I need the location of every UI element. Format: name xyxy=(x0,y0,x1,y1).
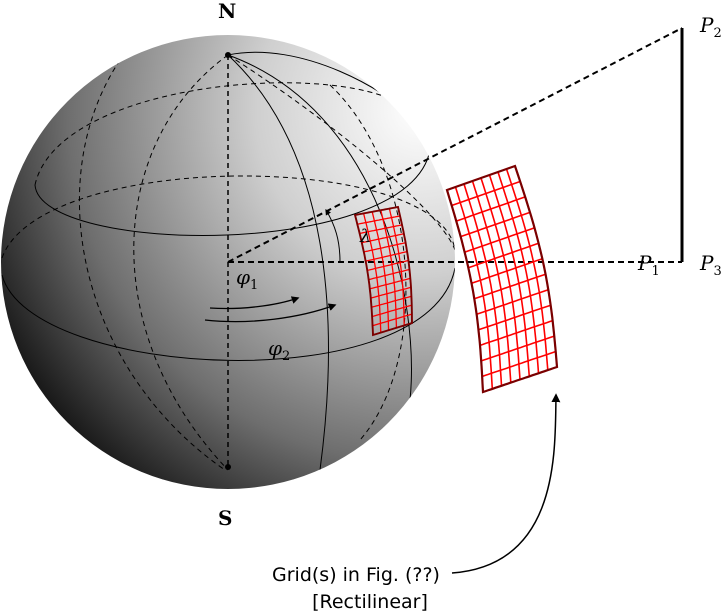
p2-label: P2 xyxy=(699,13,722,41)
grid-row-line xyxy=(371,295,412,308)
p3-label: P3 xyxy=(699,251,722,279)
grid-col-line xyxy=(454,186,494,389)
lambda-arc xyxy=(325,208,341,263)
grid-col-line xyxy=(497,171,540,374)
lambda-label: λ xyxy=(359,226,371,247)
phi2-label: φ2 xyxy=(268,336,290,364)
grid-col-line xyxy=(380,210,398,328)
grid-col-line xyxy=(488,174,531,377)
grid-col-line xyxy=(480,177,521,380)
grid-col-line xyxy=(388,208,405,326)
grid-col-line xyxy=(463,183,503,386)
caption-pointer-arrow xyxy=(451,393,561,574)
sphere-grid-patch xyxy=(353,205,413,337)
phi1-label: φ1 xyxy=(236,265,258,293)
grid-row-line xyxy=(365,250,408,262)
projected-grid-patch xyxy=(445,164,559,394)
caption-line-2: [Rectilinear] xyxy=(312,591,428,613)
grid-outline xyxy=(445,164,559,394)
p1-label: P1 xyxy=(637,251,660,279)
grid-row-line xyxy=(371,304,412,318)
north-pole-dot xyxy=(225,52,231,58)
grid-row-line xyxy=(370,286,412,299)
south-pole-dot xyxy=(225,464,231,470)
rotation-arrow-2 xyxy=(204,303,337,323)
grid-col-line xyxy=(362,213,382,333)
slanted-ray xyxy=(227,27,683,263)
grid-col-line xyxy=(505,168,549,371)
caption-line-1: Grid(s) in Fig. (??) xyxy=(272,564,440,586)
south-label: S xyxy=(218,506,232,530)
grid-outline xyxy=(353,205,413,337)
rotation-arrow-1 xyxy=(209,296,300,310)
grid-row-line xyxy=(359,224,403,235)
north-label: N xyxy=(218,0,236,23)
grid-row-line xyxy=(357,215,401,225)
grid-row-line xyxy=(361,233,405,244)
grid-row-line xyxy=(369,277,411,290)
grid-row-line xyxy=(367,259,409,272)
grid-row-line xyxy=(363,242,406,253)
grid-col-line xyxy=(471,180,512,383)
grid-row-line xyxy=(368,268,410,281)
grid-row-line xyxy=(372,313,413,327)
grid-col-line xyxy=(371,211,390,331)
